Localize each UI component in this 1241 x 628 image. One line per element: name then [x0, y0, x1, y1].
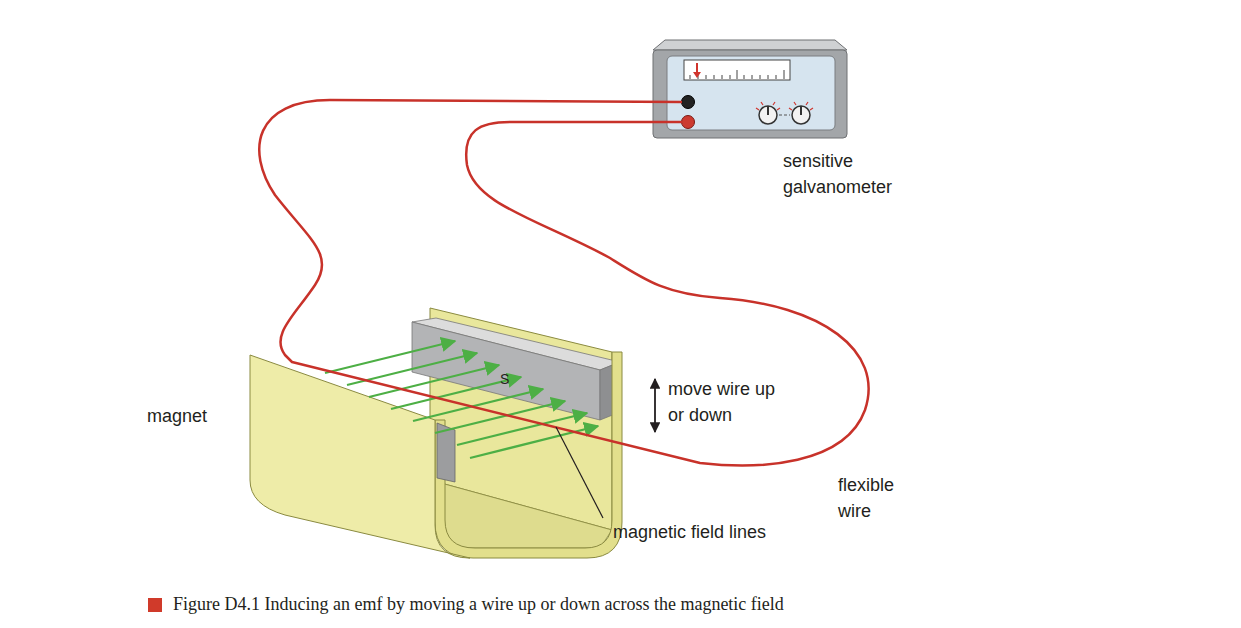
- motion-label: move wire up or down: [668, 376, 780, 428]
- figure-caption: Figure D4.1 Inducing an emf by moving a …: [173, 594, 784, 615]
- galvanometer: [653, 40, 847, 138]
- part-label: magnet: [147, 403, 207, 429]
- leader-label: magnetic field lines: [613, 519, 766, 545]
- instrument-label: sensitive galvanometer: [783, 148, 923, 200]
- leader-line: [556, 427, 603, 518]
- part-label: flexible wire: [838, 472, 916, 524]
- motion-arrow: [654, 379, 656, 432]
- pole-label: S: [500, 369, 509, 389]
- field-lines: [325, 341, 598, 458]
- flexible-wire: [259, 100, 868, 465]
- magnet-drawing: [250, 308, 622, 558]
- caption-bullet: [148, 598, 162, 612]
